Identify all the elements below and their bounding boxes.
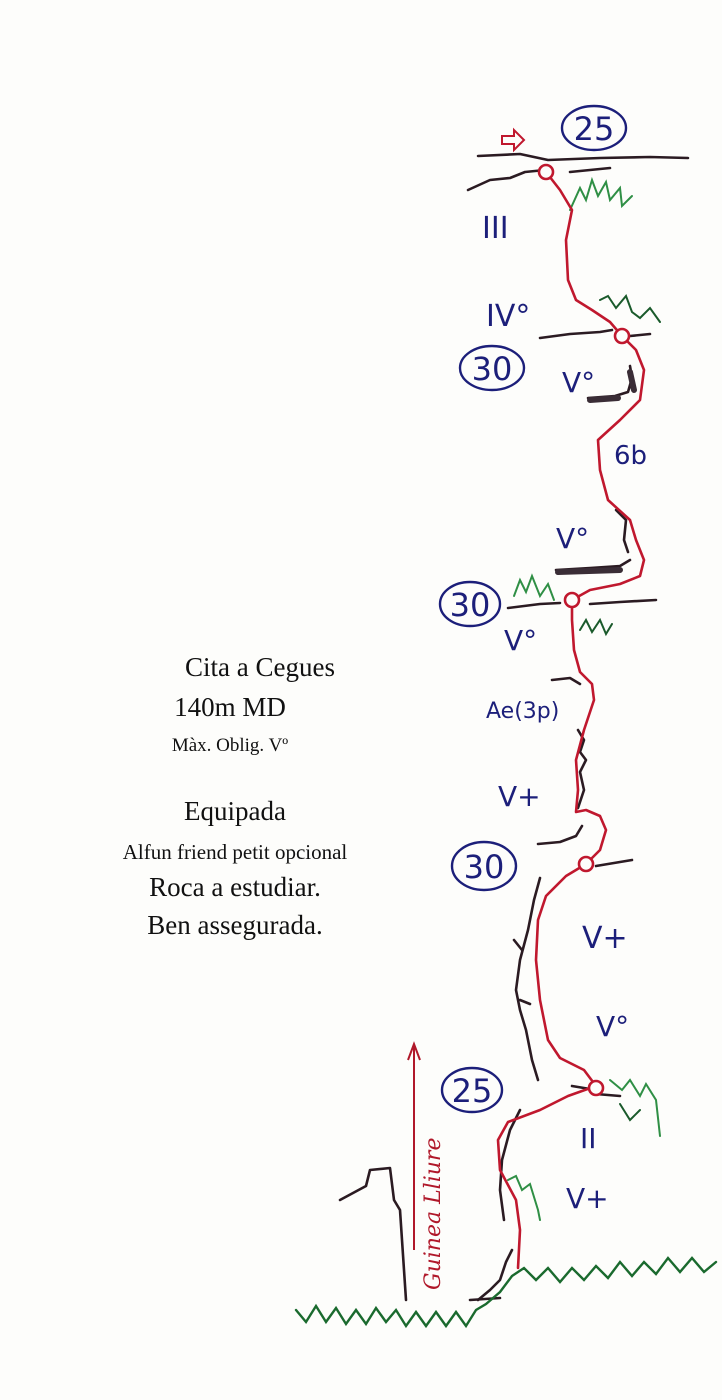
grade-label: II — [580, 1122, 597, 1155]
ground-grass — [294, 1256, 718, 1329]
grade-label: III — [482, 211, 509, 246]
belay-station-3 — [563, 591, 581, 609]
rock-note: Roca a estudiar. — [149, 872, 321, 902]
route-length-grade: 140m MD — [174, 692, 286, 722]
grade-label: V+ — [582, 921, 628, 956]
grades: III IV° V° 6b V° V° Ae(3p) V+ V+ V° II V… — [482, 211, 647, 1215]
grade-label: IV° — [486, 299, 530, 334]
grade-label: V+ — [498, 780, 541, 813]
belay-station-5 — [537, 163, 555, 181]
grade-label: 6b — [614, 441, 647, 471]
svg-text:25: 25 — [574, 110, 615, 148]
exit-arrow-icon — [501, 127, 526, 153]
grade-label: V° — [596, 1010, 629, 1043]
protection-note: Ben assegurada. — [147, 910, 323, 940]
pitch-length-2: 30 — [458, 344, 526, 392]
belay-stations — [537, 163, 631, 1097]
belay-station-1 — [587, 1079, 605, 1097]
pitch-length-1: 25 — [560, 104, 628, 152]
pitch-length-5: 25 — [440, 1066, 504, 1114]
pitch-length-4: 30 — [450, 840, 518, 892]
grade-label: V° — [504, 624, 537, 657]
grade-label: Ae(3p) — [486, 699, 559, 724]
grade-label: V+ — [566, 1182, 609, 1215]
svg-text:30: 30 — [472, 350, 513, 388]
grade-label: V° — [562, 366, 595, 399]
gear-note: Alfun friend petit opcional — [122, 840, 348, 864]
belay-station-2 — [577, 855, 595, 873]
pitch-length-3: 30 — [438, 580, 502, 628]
rock-shading — [555, 369, 637, 575]
equipment-status: Equipada — [184, 796, 286, 826]
route-name: Cita a Cegues — [185, 652, 335, 682]
max-obligatory-grade: Màx. Oblig. Vº — [171, 735, 289, 756]
grade-label: V° — [556, 522, 589, 555]
svg-text:25: 25 — [452, 1072, 493, 1110]
svg-text:30: 30 — [464, 848, 505, 886]
belay-station-4 — [613, 327, 631, 345]
pitch-lengths: 25 30 30 30 25 — [438, 104, 628, 1114]
vegetation — [507, 176, 661, 1221]
svg-text:30: 30 — [450, 586, 491, 624]
start-arrow-icon — [407, 1041, 421, 1250]
start-label: Guinea Lliure — [421, 1138, 446, 1290]
route-line — [496, 170, 646, 1270]
